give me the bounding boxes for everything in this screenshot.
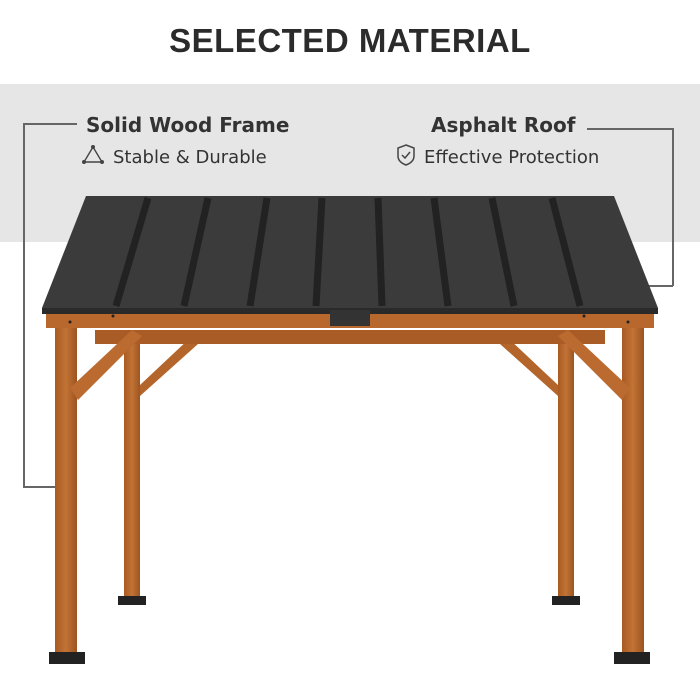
- right-callout-line-h: [587, 128, 673, 130]
- left-callout-line-foot: [23, 486, 63, 488]
- right-callout-line-v: [672, 128, 674, 286]
- page-title: SELECTED MATERIAL: [169, 22, 531, 59]
- shield-check-icon: [396, 143, 416, 172]
- feature-subtitle-wood: Stable & Durable: [81, 143, 267, 172]
- left-callout-line-v: [23, 123, 25, 487]
- left-callout-line-h: [23, 123, 77, 125]
- feature-title-wood: Solid Wood Frame: [86, 113, 290, 137]
- right-callout-line-foot: [632, 285, 673, 287]
- triangle-nodes-icon: [81, 143, 105, 172]
- feature-subtitle-roof: Effective Protection: [396, 143, 599, 172]
- feature-title-roof: Asphalt Roof: [431, 113, 576, 137]
